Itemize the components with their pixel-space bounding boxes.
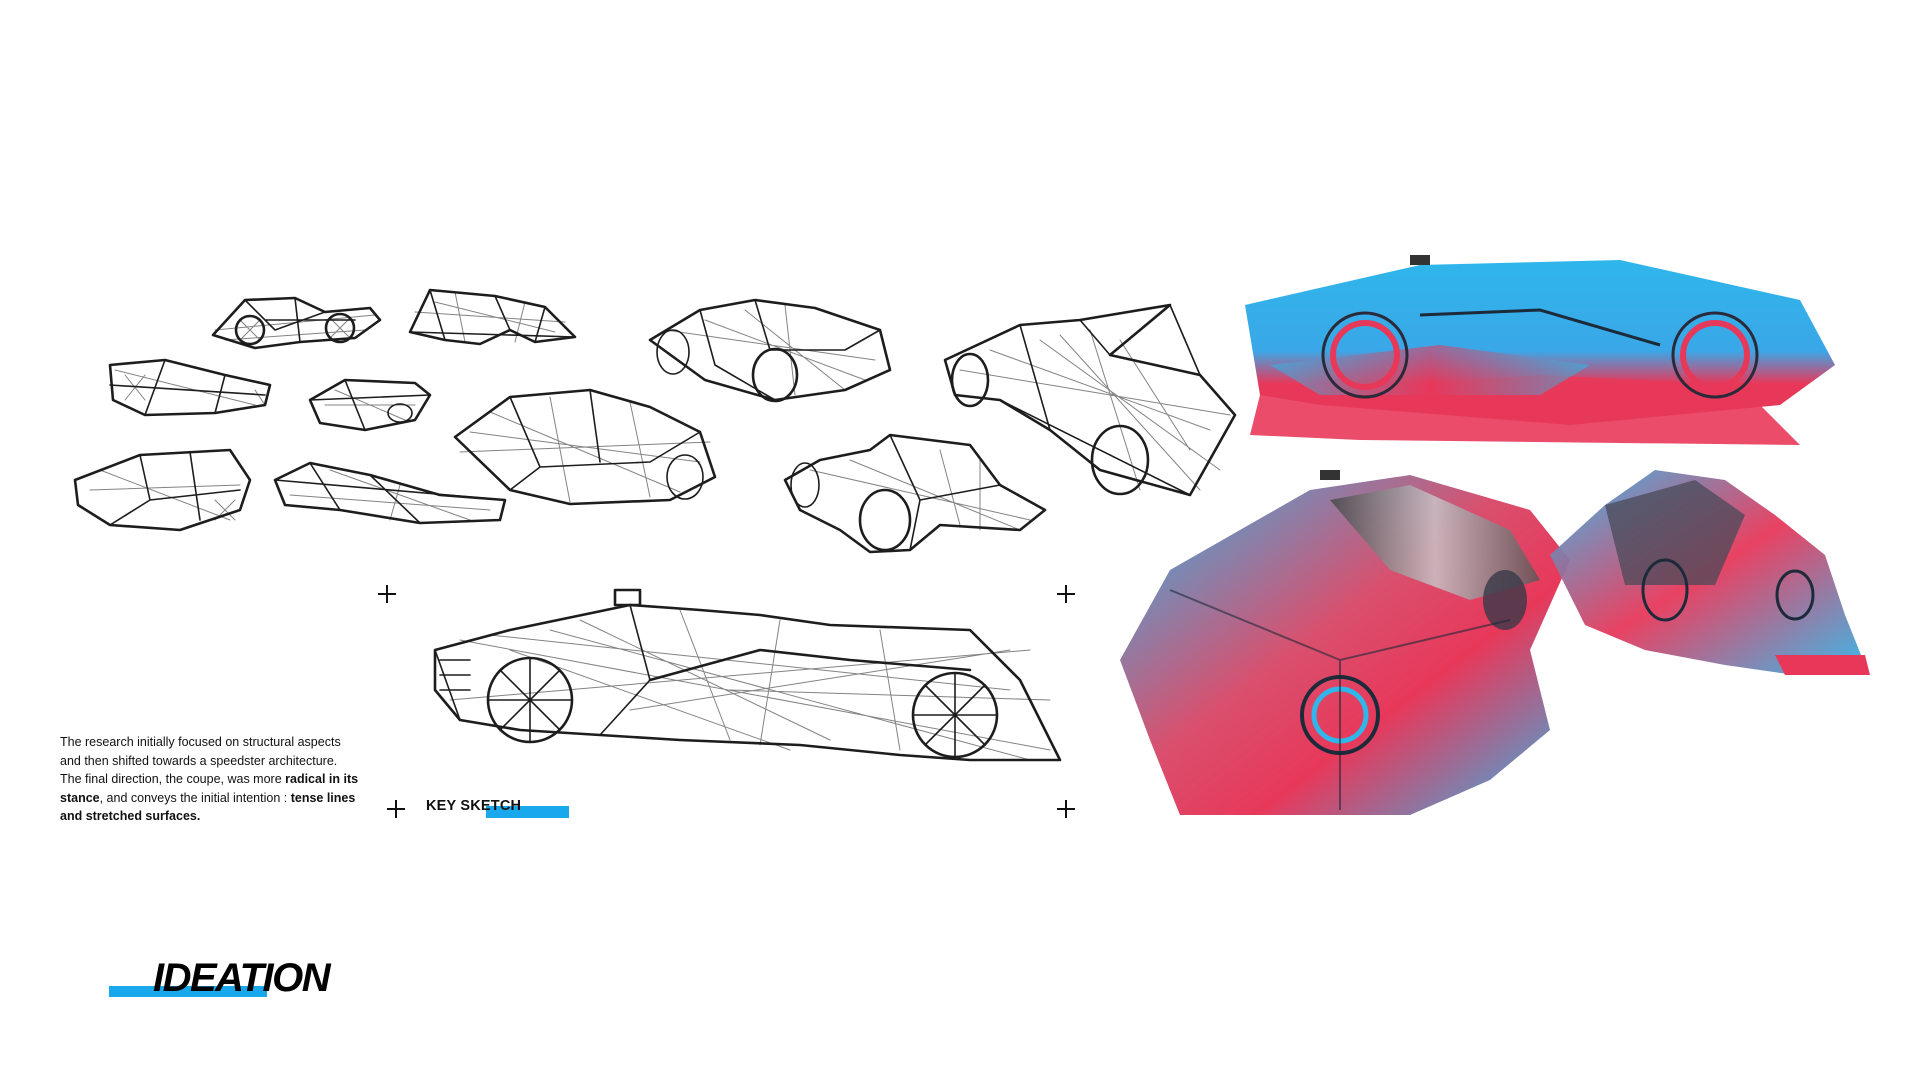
sketch-car-8 — [273, 461, 507, 525]
sketch-car-9 — [783, 433, 1047, 554]
description-highlight-1: radical in its stance — [60, 772, 359, 805]
key-sketch-drawing — [433, 588, 1062, 762]
render-side-view — [1245, 255, 1835, 445]
key-sketch-underline-bar — [486, 806, 569, 818]
sketch-car-7 — [73, 448, 252, 532]
sketch-car-6 — [453, 388, 717, 506]
sketch-car-3 — [648, 298, 892, 403]
description-text-2: , and conveys the initial intention : — [99, 790, 291, 805]
crop-mark-bottom-left — [387, 800, 405, 818]
render-rear-three-quarter — [1550, 470, 1870, 675]
crop-mark-bottom-right — [1057, 800, 1075, 818]
sketch-car-4 — [108, 358, 272, 417]
sketch-car-5 — [308, 378, 432, 432]
crop-mark-top-right — [1057, 585, 1075, 603]
render-front-three-quarter — [1120, 470, 1570, 815]
sketch-car-1 — [211, 296, 382, 350]
crop-mark-top-left — [378, 585, 396, 603]
description-highlight-2: tense lines and stretched surfaces. — [60, 790, 356, 824]
section-title: IDEATION — [153, 956, 331, 1000]
description-text-1: The research initially focused on struct… — [60, 735, 341, 786]
sketch-car-10 — [943, 303, 1237, 497]
design-description: The research initially focused on struct… — [60, 733, 360, 826]
key-sketch-label: KEY SKETCH — [426, 798, 522, 814]
sketch-car-2 — [408, 288, 577, 346]
section-title-underline-bar — [109, 986, 267, 997]
